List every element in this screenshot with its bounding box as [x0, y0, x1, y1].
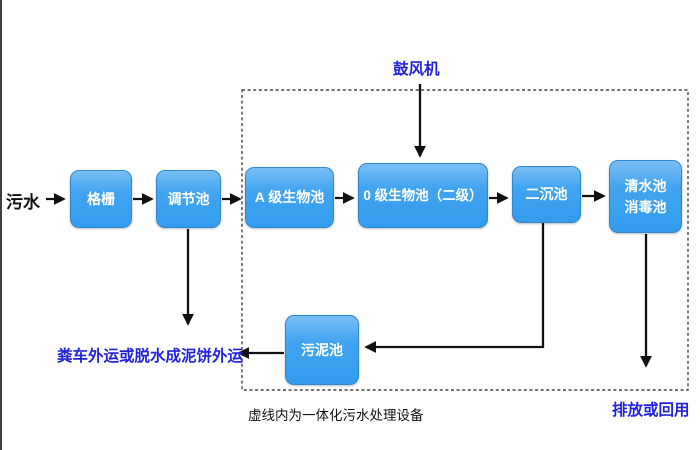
box-regulating-label: 调节池: [167, 190, 210, 207]
box-a-level-bio-label: A 级生物池: [254, 189, 325, 206]
box-o-level-bio-label: 0 级生物池（二级）: [363, 187, 483, 203]
source-label: 污水: [6, 193, 40, 212]
box-secondary-sedimentation-label: 二沉池: [525, 186, 568, 203]
box-a-level-bio-tank: A 级生物池: [245, 167, 334, 228]
box-clear-water-disinfection-tank: 清水池 消毒池: [609, 160, 682, 233]
blower-label: 鼓风机: [393, 61, 440, 78]
discharge-label: 排放或回用: [612, 402, 690, 419]
box-grid: 格栅: [70, 170, 132, 228]
arrow-sed-to-sludge: [364, 223, 545, 353]
box-o-level-bio-tank: 0 级生物池（二级）: [358, 163, 488, 228]
sludge-out-label: 粪车外运或脱水成泥饼外运: [57, 348, 244, 365]
box-sludge-label: 污泥池: [301, 341, 343, 358]
dashed-box-caption: 虚线内为一体化污水处理设备: [248, 408, 424, 423]
box-secondary-sedimentation-tank: 二沉池: [512, 166, 581, 223]
box-grid-label: 格栅: [87, 190, 115, 207]
box-clear-water-label: 清水池: [624, 178, 667, 195]
box-regulating-tank: 调节池: [156, 170, 221, 228]
box-disinfection-label: 消毒池: [624, 198, 667, 215]
box-sludge-tank: 污泥池: [285, 315, 359, 385]
